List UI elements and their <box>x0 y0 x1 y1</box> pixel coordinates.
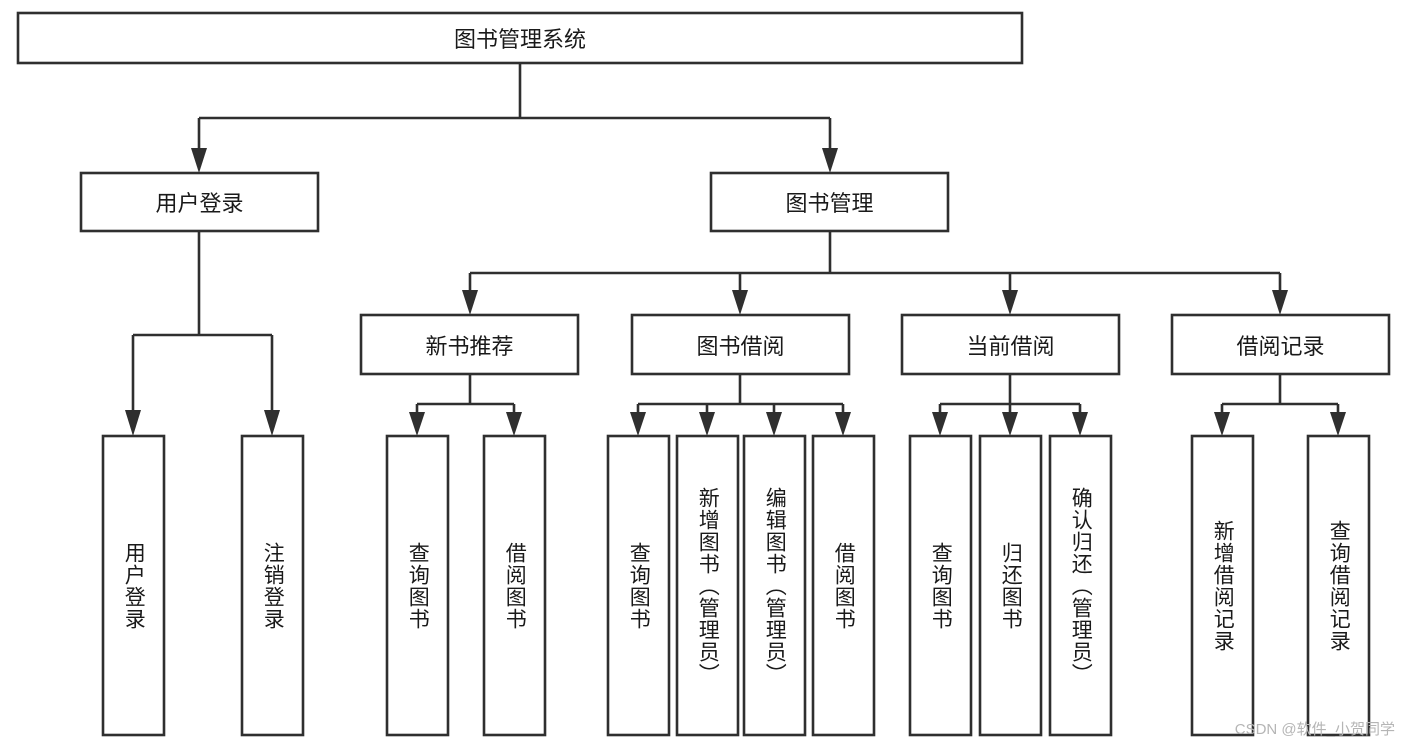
arrow-head-leaf-query-book-1 <box>409 412 425 436</box>
connector-group-book-borrow <box>630 374 851 436</box>
arrow-head-current-borrow <box>1002 290 1018 315</box>
node-box-user-login[interactable] <box>79 171 320 233</box>
node-box-leaf-confirm-return[interactable] <box>1048 434 1113 737</box>
arrow-head-leaf-borrow-book-2 <box>835 412 851 436</box>
connector-group-book-management <box>462 231 1288 315</box>
arrow-head-leaf-query-book-2 <box>630 412 646 436</box>
arrow-head-leaf-query-book-3 <box>932 412 948 436</box>
arrow-head-leaf-logout-login <box>264 410 280 436</box>
node-box-leaf-logout-login[interactable] <box>240 434 305 737</box>
node-box-leaf-edit-book[interactable] <box>742 434 807 737</box>
arrow-head-leaf-add-book <box>699 412 715 436</box>
arrow-head-leaf-query-record <box>1330 412 1346 436</box>
node-box-book-management[interactable] <box>709 171 950 233</box>
node-box-leaf-borrow-book-1[interactable] <box>482 434 547 737</box>
connector-group-new-book-recommend <box>409 374 522 436</box>
node-box-current-borrow[interactable] <box>900 313 1121 376</box>
arrow-head-book-management <box>822 148 838 173</box>
csdn-watermark: CSDN @软件_小贺同学 <box>1234 721 1395 738</box>
arrow-head-leaf-user-login <box>125 410 141 436</box>
connector-group-current-borrow <box>932 374 1088 436</box>
connector-group-borrow-record <box>1214 374 1346 436</box>
node-box-leaf-query-book-2[interactable] <box>606 434 671 737</box>
node-box-leaf-query-book-3[interactable] <box>908 434 973 737</box>
node-box-root[interactable] <box>16 11 1024 65</box>
arrow-head-leaf-borrow-book-1 <box>506 412 522 436</box>
arrow-head-leaf-edit-book <box>766 412 782 436</box>
arrow-head-new-book-recommend <box>462 290 478 315</box>
node-box-borrow-record[interactable] <box>1170 313 1391 376</box>
node-box-leaf-borrow-book-2[interactable] <box>811 434 876 737</box>
arrow-head-book-borrow <box>732 290 748 315</box>
arrow-head-leaf-return-book <box>1002 412 1018 436</box>
node-box-leaf-user-login[interactable] <box>101 434 166 737</box>
arrow-head-leaf-add-record <box>1214 412 1230 436</box>
arrow-head-leaf-confirm-return <box>1072 412 1088 436</box>
node-box-leaf-add-record[interactable] <box>1190 434 1255 737</box>
node-box-leaf-return-book[interactable] <box>978 434 1043 737</box>
connector-group-root <box>191 63 838 173</box>
node-box-new-book-recommend[interactable] <box>359 313 580 376</box>
node-box-leaf-add-book[interactable] <box>675 434 740 737</box>
arrow-head-user-login <box>191 148 207 173</box>
connector-group-user-login <box>125 231 280 436</box>
node-box-leaf-query-record[interactable] <box>1306 434 1371 737</box>
node-box-leaf-query-book-1[interactable] <box>385 434 450 737</box>
arrow-head-borrow-record <box>1272 290 1288 315</box>
node-box-book-borrow[interactable] <box>630 313 851 376</box>
